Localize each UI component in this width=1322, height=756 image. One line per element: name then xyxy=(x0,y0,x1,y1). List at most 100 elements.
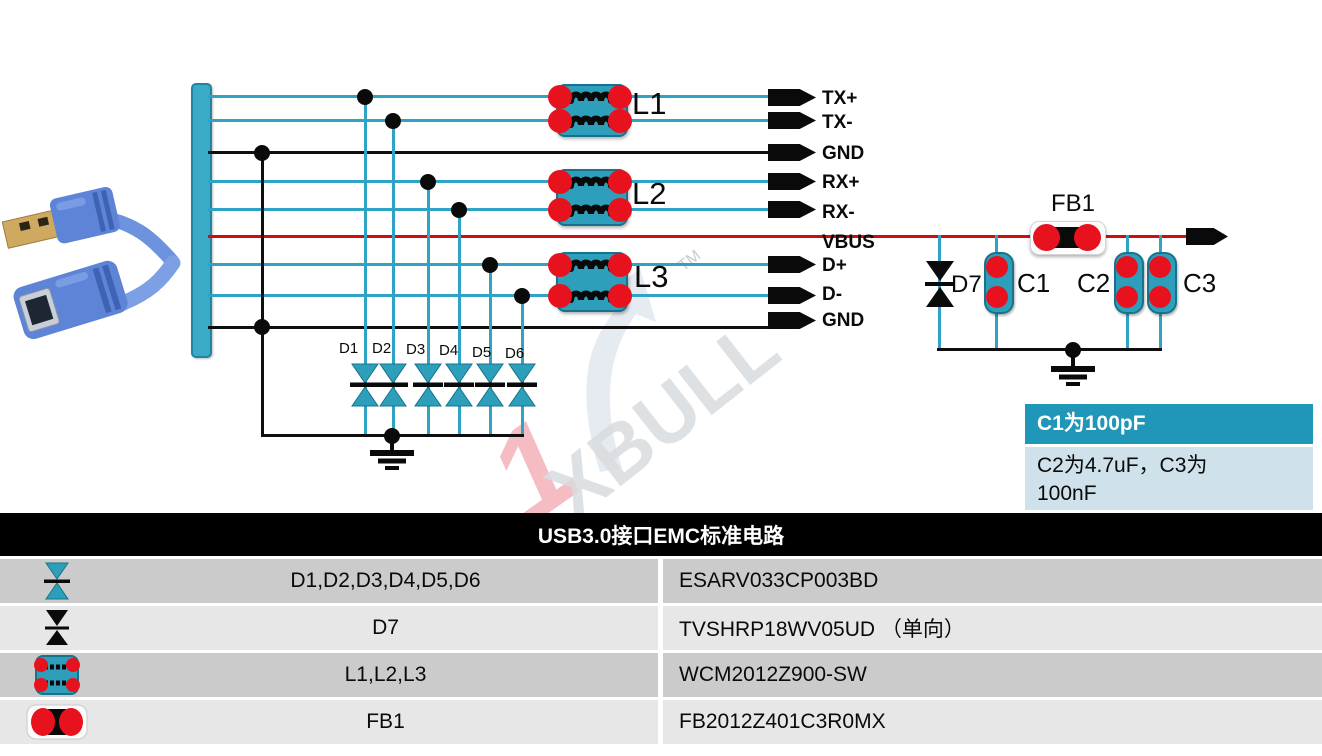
tvs-diode-D1 xyxy=(350,363,380,407)
junction-dot xyxy=(451,202,467,218)
component-designators: FB1 xyxy=(366,710,405,733)
signal-label-gnd-bottom: GND xyxy=(822,310,865,331)
wire-tx-minus xyxy=(208,119,770,122)
choke-pad xyxy=(548,253,572,277)
capacitor-label-C2: C2 xyxy=(1077,268,1111,298)
component-part-number: FB2012Z401C3R0MX xyxy=(658,700,1322,744)
table-row: L1,L2,L3 WCM2012Z900-SW xyxy=(0,653,1322,697)
signal-arrow-d-plus xyxy=(768,256,816,273)
choke-winding xyxy=(568,115,614,128)
table-row: FB1 FB2012Z401C3R0MX xyxy=(0,700,1322,744)
table-icon-cell xyxy=(0,559,113,603)
signal-arrow-d-minus xyxy=(768,287,816,304)
choke-winding xyxy=(568,91,614,104)
component-part-number: TVSHRP18WV05UD （单向） xyxy=(658,606,1322,650)
component-designators: L1,L2,L3 xyxy=(344,663,427,686)
signal-arrow-rx-plus xyxy=(768,173,816,190)
note-body: C2为4.7uF，C3为100nF xyxy=(1025,447,1313,510)
tvs-diode-D5 xyxy=(475,363,505,407)
choke-winding xyxy=(568,204,614,217)
junction-dot xyxy=(254,145,270,161)
choke-winding xyxy=(568,259,614,272)
choke-label-L3: L3 xyxy=(634,259,669,294)
capacitor-label-C1: C1 xyxy=(1017,268,1051,298)
diode-label-D2: D2 xyxy=(372,340,392,357)
note-body-text: C2为4.7uF，C3为100nF xyxy=(1037,454,1208,506)
table-icon-cell xyxy=(0,606,113,650)
junction-dot xyxy=(1065,342,1081,358)
tvs-array-icon xyxy=(43,562,70,600)
ground-symbol-right xyxy=(1051,352,1095,386)
wire-drop-d4 xyxy=(458,208,461,437)
wire-tx-plus xyxy=(208,95,770,98)
tvs-diode-D3 xyxy=(413,363,443,407)
wire-drop-d3 xyxy=(427,180,430,437)
capacitor-pad xyxy=(1149,286,1171,308)
signal-label-vbus: VBUS xyxy=(822,232,875,253)
junction-dot xyxy=(420,174,436,190)
signal-label-rx-minus: RX- xyxy=(822,202,855,223)
choke-pad xyxy=(608,198,632,222)
signal-arrow-gnd-top xyxy=(768,144,816,161)
junction-dot xyxy=(482,257,498,273)
tvs-label-D7: D7 xyxy=(951,271,982,298)
table-icon-cell xyxy=(0,653,113,697)
choke-pad xyxy=(548,85,572,109)
signal-arrow-rx-minus xyxy=(768,201,816,218)
choke-winding xyxy=(568,176,614,189)
ferrite-bead-pad xyxy=(1074,224,1101,251)
component-designators: D7 xyxy=(372,616,399,639)
capacitor-pad xyxy=(986,286,1008,308)
ferrite-bead-pad xyxy=(1033,224,1060,251)
capacitor-pad xyxy=(1116,256,1138,278)
signal-arrow-tx-plus xyxy=(768,89,816,106)
choke-winding xyxy=(568,290,614,303)
choke-pad xyxy=(608,109,632,133)
diode-label-D3: D3 xyxy=(406,341,426,358)
choke-pad xyxy=(548,170,572,194)
component-designators: D1,D2,D3,D4,D5,D6 xyxy=(290,569,481,592)
choke-pad xyxy=(608,284,632,308)
tvs-single-icon xyxy=(44,610,69,645)
wire-gnd-vertical-left xyxy=(261,151,264,437)
capacitor-label-C3: C3 xyxy=(1183,268,1217,298)
choke-pad xyxy=(608,85,632,109)
tvs-diode-D7 xyxy=(925,261,955,307)
diode-label-D1: D1 xyxy=(339,340,359,357)
signal-arrow-vbus-out xyxy=(1186,228,1228,245)
usb-female-socket xyxy=(13,260,128,340)
choke-pad xyxy=(548,198,572,222)
diode-label-D6: D6 xyxy=(505,345,525,362)
table-row: D7 TVSHRP18WV05UD （单向） xyxy=(0,606,1322,650)
component-part-number: WCM2012Z900-SW xyxy=(658,653,1322,697)
signal-arrow-gnd-bottom xyxy=(768,312,816,329)
capacitor-pad xyxy=(1116,286,1138,308)
choke-pad xyxy=(608,253,632,277)
watermark-brand: XBULL xyxy=(530,301,795,535)
ground-symbol-left xyxy=(370,436,414,470)
watermark-tm: TM xyxy=(675,247,704,275)
component-part-number: ESARV033CP003BD xyxy=(658,559,1322,603)
junction-dot xyxy=(254,319,270,335)
choke-label-L2: L2 xyxy=(632,176,667,211)
common-mode-choke-icon xyxy=(33,655,80,695)
usb-connector-bar xyxy=(191,83,212,358)
signal-label-tx-plus: TX+ xyxy=(822,88,858,109)
parts-table: D1,D2,D3,D4,D5,D6 ESARV033CP003BD D7 TVS… xyxy=(0,559,1322,747)
table-title-bar: USB3.0接口EMC标准电路 xyxy=(0,513,1322,556)
usb-cable-photo xyxy=(1,186,181,340)
signal-arrow-tx-minus xyxy=(768,112,816,129)
wire-drop-d2 xyxy=(392,119,395,437)
wire-drop-d1 xyxy=(364,95,367,437)
signal-label-d-plus: D+ xyxy=(822,255,847,276)
choke-pad xyxy=(608,170,632,194)
capacitor-pad xyxy=(1149,256,1171,278)
junction-dot xyxy=(514,288,530,304)
ferrite-bead-core xyxy=(1054,227,1080,248)
diode-label-D5: D5 xyxy=(472,344,492,361)
usb-male-plug xyxy=(1,186,120,249)
diode-label-D4: D4 xyxy=(439,342,459,359)
choke-pad xyxy=(548,284,572,308)
wire-gnd-top xyxy=(208,151,770,154)
